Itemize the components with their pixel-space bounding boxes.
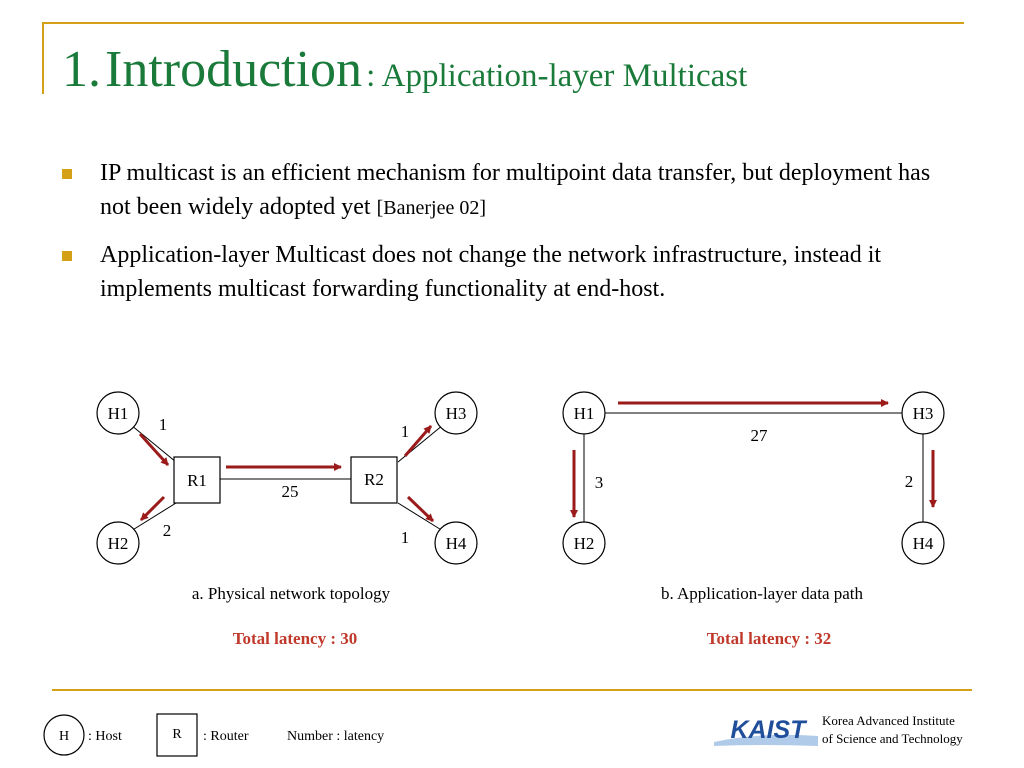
title-number: 1. <box>62 41 101 98</box>
router-r1-node <box>173 456 221 504</box>
edge-latency-label: 1 <box>401 422 410 441</box>
bullet-item: IP multicast is an efficient mechanism f… <box>62 156 962 225</box>
host-h3-node <box>434 391 478 435</box>
host-h2-node <box>96 521 140 565</box>
logo-wordmark: KAIST <box>731 716 809 744</box>
edge-latency-label: 3 <box>595 473 604 492</box>
arrow-h1-r1 <box>138 432 170 467</box>
institute-line-2: of Science and Technology <box>822 731 963 746</box>
legend-router-label: : Router <box>203 729 249 744</box>
title-frame-left-line <box>42 22 44 94</box>
legend-host-symbol-icon <box>43 714 85 756</box>
edge-latency-label: 25 <box>282 482 299 501</box>
logo-swoosh-icon <box>714 734 818 746</box>
host-h1-node <box>96 391 140 435</box>
host-h3-node <box>901 391 945 435</box>
node-label: H3 <box>446 404 467 423</box>
link-r2-h4 <box>397 502 444 532</box>
arrow-r2-h4 <box>406 495 435 523</box>
router-r2-node <box>350 456 398 504</box>
diagram-b-nodes <box>562 391 945 565</box>
legend-host-label: : Host <box>88 729 122 744</box>
bullet-square-icon <box>62 251 72 261</box>
legend-number-label: Number : latency <box>287 729 384 744</box>
diagram-b-total-latency: Total latency : 32 <box>707 629 832 648</box>
edge-latency-label: 27 <box>751 426 769 445</box>
host-h1-node <box>562 391 606 435</box>
bullet-item: Application-layer Multicast does not cha… <box>62 238 962 306</box>
diagram-a-arrows <box>138 425 435 523</box>
slide-title: 1. Introduction : Application-layer Mult… <box>62 40 747 99</box>
diagram-b-arrows <box>570 399 937 518</box>
diagram-a-nodes <box>96 391 478 565</box>
edge-latency-label: 1 <box>159 415 168 434</box>
diagram-b-caption: b. Application-layer data path <box>661 584 864 603</box>
bullet-list: IP multicast is an efficient mechanism f… <box>62 156 962 319</box>
bullet-text: IP multicast is an efficient mechanism f… <box>100 160 931 220</box>
institute-name: Korea Advanced Institute of Science and … <box>822 712 963 748</box>
legend: H : Host R : Router Number : latency <box>43 713 384 757</box>
node-label: H4 <box>446 534 467 553</box>
edge-latency-label: 2 <box>163 521 172 540</box>
arrow-r1-h2 <box>139 495 166 522</box>
bullet-citation: [Banerjee 02] <box>376 197 486 219</box>
footer-divider <box>52 689 972 691</box>
legend-router-symbol-text: R <box>172 727 182 742</box>
edge-latency-label: 1 <box>401 528 410 547</box>
host-h4-node <box>901 521 945 565</box>
node-label: H1 <box>574 404 595 423</box>
node-label: R2 <box>364 470 384 489</box>
diagram-a-total-latency: Total latency : 30 <box>233 629 358 648</box>
link-r1-h2 <box>130 502 177 532</box>
institute-line-1: Korea Advanced Institute <box>822 713 955 728</box>
diagram-a-caption: a. Physical network topology <box>192 584 391 603</box>
node-label: R1 <box>187 471 207 490</box>
bullet-text: Application-layer Multicast does not cha… <box>100 242 882 302</box>
link-h1-r1 <box>130 424 177 463</box>
title-frame-top-line <box>42 22 964 24</box>
kaist-logo: KAIST <box>714 716 818 746</box>
node-label: H2 <box>574 534 595 553</box>
legend-router-symbol-icon <box>156 713 198 757</box>
bullet-square-icon <box>62 169 72 179</box>
arrow-r2-h3 <box>403 425 433 457</box>
host-h4-node <box>434 521 478 565</box>
node-label: H4 <box>913 534 934 553</box>
diagram-b-links <box>583 412 924 522</box>
title-main: Introduction <box>105 41 363 98</box>
node-label: H1 <box>108 404 129 423</box>
host-h2-node <box>562 521 606 565</box>
title-subtitle: : Application-layer Multicast <box>366 58 748 94</box>
node-label: H3 <box>913 404 934 423</box>
node-label: H2 <box>108 534 129 553</box>
legend-host-symbol-text: H <box>59 729 69 744</box>
edge-latency-label: 2 <box>905 472 914 491</box>
